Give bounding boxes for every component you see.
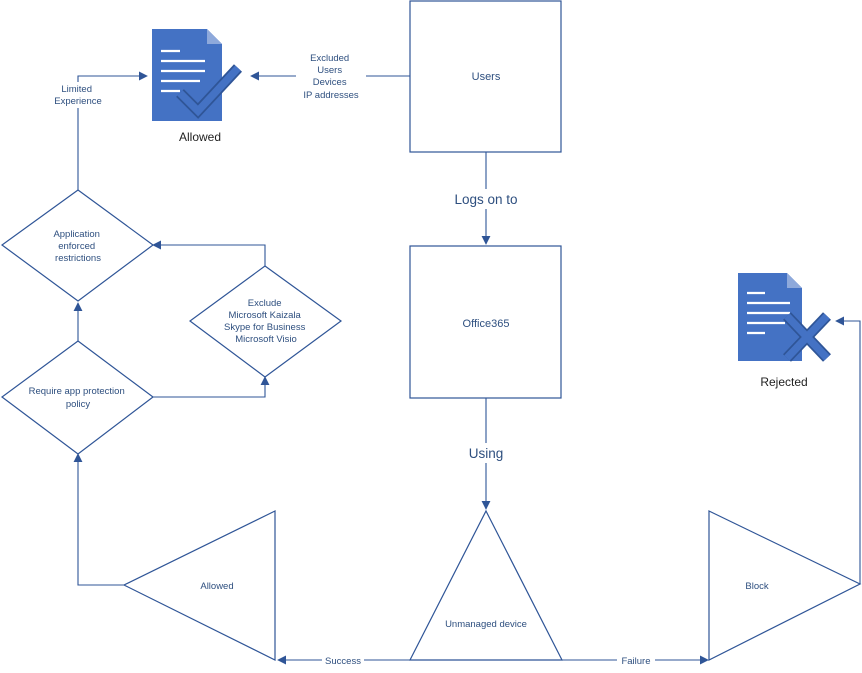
users-label: Users [472, 71, 501, 83]
success-label: Success [325, 656, 361, 667]
document-cross-icon [738, 273, 831, 362]
exclude-line-1: Exclude [248, 298, 282, 309]
edge-label-excluded: Excluded Users Devices IP addresses [296, 50, 366, 102]
rejected-icon-label: Rejected [760, 375, 807, 389]
require-policy-line-1: Require app protection [29, 386, 125, 397]
exclude-node: Exclude Microsoft Kaizala Skype for Busi… [188, 265, 343, 378]
edge-allowed-require [73, 453, 124, 586]
require-policy-node: Require app protection policy [0, 340, 154, 455]
edge-label-logs-on-to: Logs on to [448, 189, 524, 209]
svg-text:Limited Experience: Limited Experience [54, 84, 102, 107]
limited-experience-line-2: Experience [54, 96, 102, 107]
app-enforced-node: Application enforced restrictions [0, 189, 155, 302]
users-node: Users [409, 0, 562, 153]
document-check-icon [152, 29, 243, 121]
app-enforced-line-2: enforced [58, 241, 95, 252]
edge-label-using: Using [463, 443, 509, 463]
excluded-line-4: IP addresses [303, 90, 359, 101]
excluded-line-2: Users [317, 65, 342, 76]
limited-experience-line-1: Limited [61, 84, 92, 95]
svg-text:Application enforced: Application enforced restrictions [53, 229, 102, 264]
unmanaged-device-label: Unmanaged device [445, 619, 527, 630]
require-policy-line-2: policy [66, 399, 91, 410]
logs-on-to-label: Logs on to [454, 192, 517, 207]
app-enforced-line-3: restrictions [55, 253, 101, 264]
svg-text:Require app protection p: Require app protection policy [29, 386, 128, 410]
failure-label: Failure [621, 656, 650, 667]
block-label: Block [745, 581, 768, 592]
excluded-line-1: Excluded [310, 53, 349, 64]
exclude-line-3: Skype for Business [224, 322, 306, 333]
using-label: Using [469, 446, 504, 461]
edge-label-failure: Failure [617, 652, 655, 668]
excluded-line-3: Devices [313, 77, 347, 88]
edge-label-success: Success [322, 652, 364, 668]
exclude-line-4: Microsoft Visio [235, 334, 297, 345]
edge-block-rejected [835, 316, 861, 584]
allowed-icon-label: Allowed [179, 130, 221, 144]
allowed-triangle-label: Allowed [200, 581, 233, 592]
svg-text:Excluded Users Dev: Excluded Users Devices IP addresses [303, 53, 359, 101]
exclude-line-2: Microsoft Kaizala [229, 310, 302, 321]
unmanaged-device-node: Unmanaged device [409, 509, 563, 661]
edge-exclude-enforced [152, 240, 266, 266]
edge-require-exclude [153, 376, 270, 398]
allowed-triangle-node: Allowed [122, 510, 276, 661]
svg-text:Exclude Microsoft Kaizal: Exclude Microsoft Kaizala Skype for Busi… [224, 298, 308, 345]
block-node: Block [708, 510, 862, 661]
app-enforced-line-1: Application [53, 229, 99, 240]
office365-label: Office365 [463, 318, 510, 330]
edge-limited-experience [77, 71, 148, 190]
edge-label-limited-experience: Limited Experience [50, 82, 106, 108]
office365-node: Office365 [409, 245, 562, 399]
